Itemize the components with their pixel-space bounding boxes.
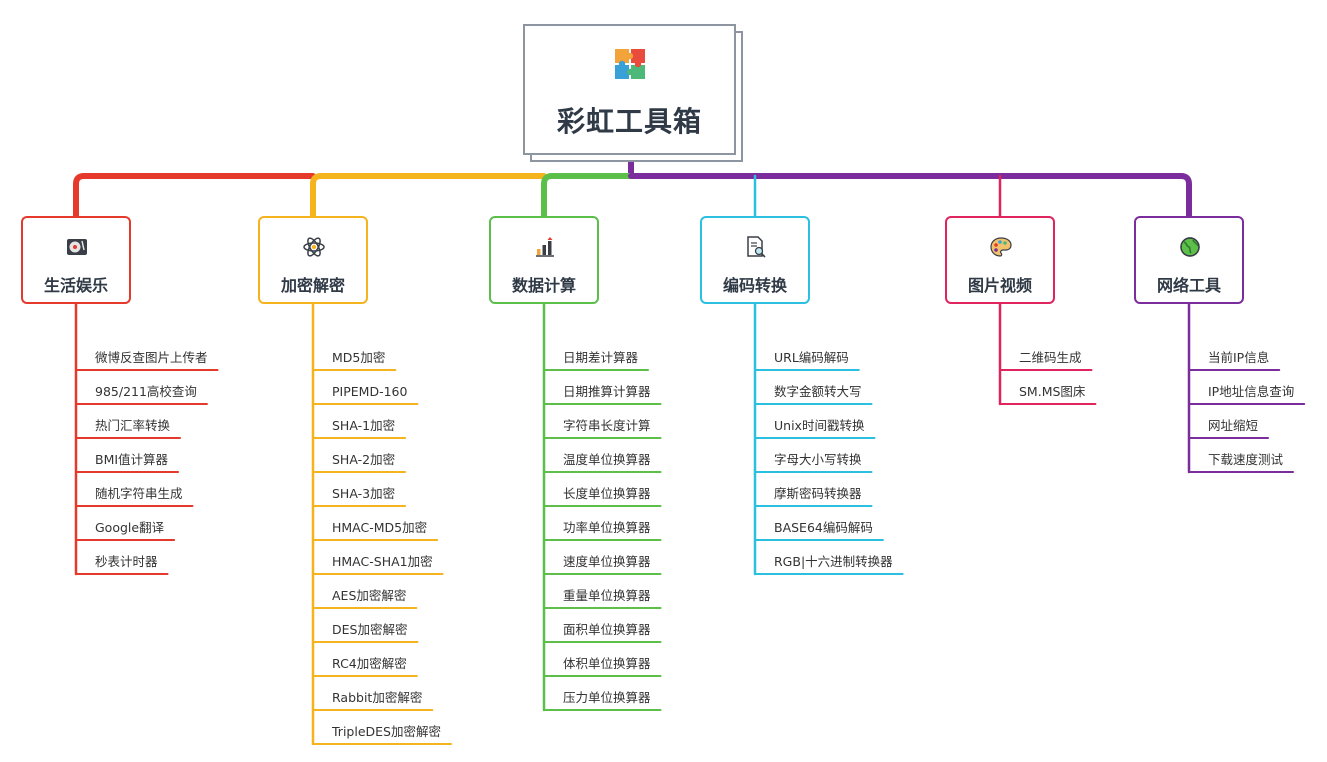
category-encode[interactable]: 编码转换 [700,216,810,304]
tool-item[interactable]: 长度单位换算器 [563,486,651,501]
document-search-icon [747,236,766,258]
tool-item[interactable]: 摩斯密码转换器 [774,486,862,501]
bar-chart-icon [536,237,554,257]
category-network[interactable]: 网络工具 [1134,216,1244,304]
trunk-segment-network [628,173,1192,219]
tool-item[interactable]: 面积单位换算器 [563,622,651,637]
tool-item[interactable]: SHA-1加密 [332,418,396,433]
tool-item[interactable]: 速度单位换算器 [563,554,651,569]
trunk-segment-calc [541,173,634,219]
tool-item[interactable]: MD5加密 [332,350,386,365]
root-title: 彩虹工具箱 [556,105,702,138]
tool-item[interactable]: BMI值计算器 [95,452,169,467]
tool-item[interactable]: SHA-3加密 [332,486,396,501]
tool-item[interactable]: 字符串长度计算 [563,418,651,433]
trunk-segment-life [73,173,316,219]
tool-item[interactable]: 二维码生成 [1019,350,1082,365]
tool-item[interactable]: Unix时间戳转换 [774,418,865,433]
tool-item[interactable]: 下载速度测试 [1208,452,1284,467]
tool-item[interactable]: Rabbit加密解密 [332,690,423,705]
category-calc[interactable]: 数据计算 [489,216,599,304]
root-node[interactable]: 彩虹工具箱 [523,24,736,155]
category-image[interactable]: 图片视频 [945,216,1055,304]
tool-item[interactable]: 温度单位换算器 [563,452,651,467]
tool-item[interactable]: PIPEMD-160 [332,384,408,399]
tool-item[interactable]: 微博反查图片上传者 [95,350,208,365]
puzzle-icon [615,49,645,79]
tool-item[interactable]: 体积单位换算器 [563,656,651,671]
trunk-segment-crypto [310,173,547,219]
tool-item[interactable]: 热门汇率转换 [95,418,171,433]
category-label: 生活娱乐 [43,276,108,295]
tool-item[interactable]: 重量单位换算器 [563,588,651,603]
tool-item[interactable]: 压力单位换算器 [563,690,651,705]
tool-item[interactable]: 秒表计时器 [95,554,158,569]
category-label: 加密解密 [280,276,345,295]
category-life[interactable]: 生活娱乐 [21,216,131,304]
tool-item[interactable]: SM.MS图床 [1019,384,1086,399]
tool-item[interactable]: HMAC-MD5加密 [332,520,428,535]
tool-item[interactable]: TripleDES加密解密 [332,724,441,739]
palette-icon [990,237,1012,257]
tool-item[interactable]: 随机字符串生成 [95,486,183,501]
tool-item[interactable]: SHA-2加密 [332,452,396,467]
category-crypto[interactable]: 加密解密 [258,216,368,304]
tool-item[interactable]: Google翻译 [95,520,165,535]
tool-item[interactable]: 当前IP信息 [1208,350,1270,365]
tool-item[interactable]: URL编码解码 [774,350,849,365]
category-label: 数据计算 [511,276,576,295]
tool-item[interactable]: 功率单位换算器 [563,520,651,535]
atom-icon [303,237,325,257]
tool-item[interactable]: DES加密解密 [332,622,408,637]
category-label: 网络工具 [1156,276,1221,295]
tool-item[interactable]: BASE64编码解码 [774,520,873,535]
tool-item[interactable]: 日期差计算器 [563,350,639,365]
category-label: 编码转换 [722,276,787,295]
tool-item[interactable]: RGB|十六进制转换器 [774,554,893,569]
tool-item[interactable]: 数字金额转大写 [774,384,862,399]
globe-icon [1180,237,1200,257]
tool-item[interactable]: IP地址信息查询 [1208,384,1295,399]
tool-item[interactable]: 网址缩短 [1208,418,1259,433]
record-player-icon [67,239,87,255]
tool-item[interactable]: AES加密解密 [332,588,407,603]
category-label: 图片视频 [967,276,1032,295]
tool-item[interactable]: 985/211高校查询 [95,384,197,399]
tool-item[interactable]: HMAC-SHA1加密 [332,554,433,569]
tool-item[interactable]: 字母大小写转换 [774,452,862,467]
tool-item[interactable]: 日期推算计算器 [563,384,651,399]
tool-item[interactable]: RC4加密解密 [332,656,407,671]
